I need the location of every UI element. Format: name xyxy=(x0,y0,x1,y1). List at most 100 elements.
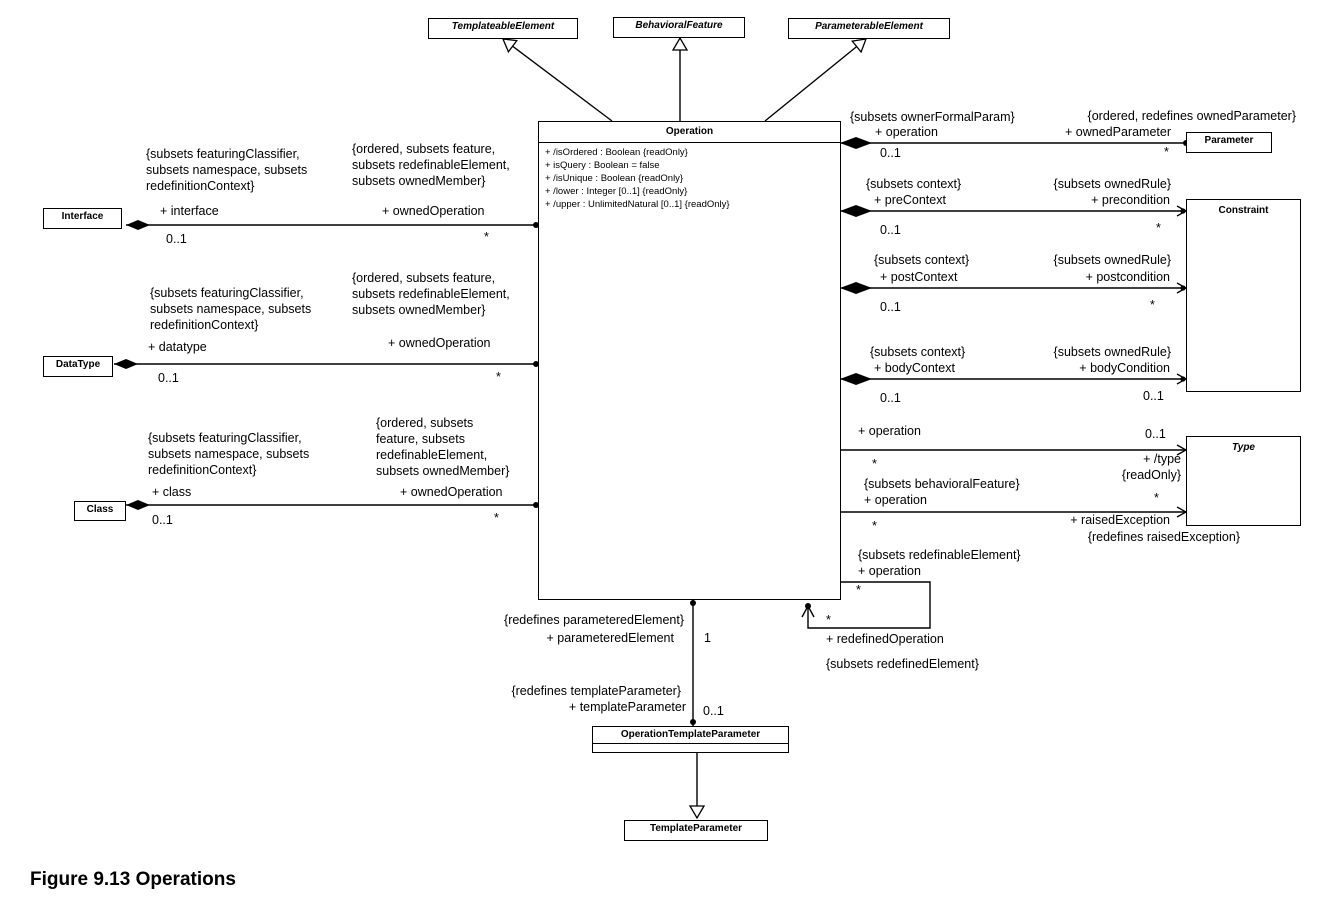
class-class: Class xyxy=(74,501,126,521)
datatype-op-multiplicity: * xyxy=(496,370,501,384)
diamond-postcontext-icon xyxy=(840,282,872,294)
class-op-constraint: {ordered, subsets feature, subsets redef… xyxy=(376,416,510,478)
class-assoc-role: + class xyxy=(152,485,192,499)
class-name: ParameterableElement xyxy=(815,21,923,32)
pre-ctx-multiplicity: 0..1 xyxy=(880,223,901,237)
class-operation: Operation + /isOrdered : Boolean {readOn… xyxy=(538,121,841,600)
body-ctx-multiplicity: 0..1 xyxy=(880,391,901,405)
type-role: + /type {readOnly} xyxy=(1121,452,1181,482)
interface-role: + interface xyxy=(160,204,219,218)
interface-op-constraint: {ordered, subsets feature, subsets redef… xyxy=(352,142,510,188)
compartment-divider xyxy=(539,142,840,143)
param-owner-role: + operation xyxy=(875,125,938,139)
diamond-interface-icon xyxy=(126,220,150,230)
compartment-divider xyxy=(593,743,788,744)
post-role: + postcondition xyxy=(1085,270,1170,284)
class-assoc-multiplicity: 0..1 xyxy=(152,513,173,527)
class-name: Type xyxy=(1232,442,1255,453)
dot-redefined-icon xyxy=(805,603,811,609)
post-ctx-constraint: {subsets context} xyxy=(874,253,970,267)
attribute-item: + /upper : UnlimitedNatural [0..1] {read… xyxy=(545,199,730,210)
datatype-op-constraint: {ordered, subsets feature, subsets redef… xyxy=(352,271,510,317)
body-role: + bodyCondition xyxy=(1079,361,1170,375)
class-template-parameter: TemplateParameter xyxy=(624,820,768,841)
class-datatype: DataType xyxy=(43,356,113,377)
class-parameter: Parameter xyxy=(1186,132,1272,153)
redef-multiplicity: * xyxy=(856,583,861,597)
attribute-item: + /isOrdered : Boolean {readOnly} xyxy=(545,147,688,158)
class-operation-template-parameter: OperationTemplateParameter xyxy=(592,726,789,753)
attribute-list: + /isOrdered : Boolean {readOnly} + isQu… xyxy=(545,146,730,211)
class-name: TemplateParameter xyxy=(649,823,743,834)
class-name: BehavioralFeature xyxy=(635,20,723,31)
datatype-multiplicity: 0..1 xyxy=(158,371,179,385)
diamond-precontext-icon xyxy=(840,205,872,217)
attribute-item: + /isUnique : Boolean {readOnly} xyxy=(545,173,684,184)
class-type: Type xyxy=(1186,436,1301,526)
body-ctx-constraint: {subsets context} xyxy=(870,345,966,359)
datatype-constraint: {subsets featuringClassifier, subsets na… xyxy=(150,286,312,332)
dot-interface-icon xyxy=(533,222,539,228)
interface-multiplicity: 0..1 xyxy=(166,232,187,246)
tp-multiplicity: 0..1 xyxy=(703,704,724,718)
dot-postcondition-icon xyxy=(1180,285,1186,291)
dot-bodycondition-icon xyxy=(1180,376,1186,382)
class-name: Operation xyxy=(665,126,714,137)
type-multiplicity: 0..1 xyxy=(1145,427,1166,441)
figure-caption: Figure 9.13 Operations xyxy=(30,869,236,890)
generalization-templateable-element xyxy=(503,39,613,122)
param-constraint: {ordered, redefines ownedParameter} xyxy=(1087,109,1296,123)
interface-constraint: {subsets featuringClassifier, subsets na… xyxy=(146,147,308,193)
redefined-constraint: {subsets redefinedElement} xyxy=(826,657,979,671)
pre-ctx-role: + preContext xyxy=(874,193,946,207)
type-op-role: + operation xyxy=(858,424,921,438)
post-ctx-multiplicity: 0..1 xyxy=(880,300,901,314)
exc-constraint: {redefines raisedException} xyxy=(1087,530,1240,544)
post-multiplicity: * xyxy=(1150,298,1155,312)
exc-multiplicity: * xyxy=(1154,491,1159,505)
pe-role: + parameteredElement xyxy=(546,631,674,645)
post-constraint: {subsets ownedRule} xyxy=(1053,253,1171,267)
class-name: DataType xyxy=(55,359,101,370)
pe-multiplicity: 1 xyxy=(704,631,711,645)
class-parameterable-element: ParameterableElement xyxy=(788,18,950,39)
interface-op-multiplicity: * xyxy=(484,230,489,244)
tp-role: + templateParameter xyxy=(568,700,686,714)
param-owner-multiplicity: 0..1 xyxy=(880,146,901,160)
attribute-item: + /lower : Integer [0..1] {readOnly} xyxy=(545,186,688,197)
param-role: + ownedParameter xyxy=(1065,125,1171,139)
type-op-multiplicity: * xyxy=(872,457,877,471)
datatype-role: + datatype xyxy=(148,340,207,354)
diamond-bodycontext-icon xyxy=(840,373,872,385)
class-name: Constraint xyxy=(1218,205,1269,216)
exc-role: + raisedException xyxy=(1070,513,1170,527)
post-ctx-role: + postContext xyxy=(880,270,958,284)
pre-constraint: {subsets ownedRule} xyxy=(1053,177,1171,191)
dot-template-parameter-icon xyxy=(690,719,696,725)
datatype-op-role: + ownedOperation xyxy=(388,336,491,350)
body-constraint: {subsets ownedRule} xyxy=(1053,345,1171,359)
diamond-parameter-icon xyxy=(840,137,872,149)
dot-precondition-icon xyxy=(1180,208,1186,214)
class-name: Class xyxy=(86,504,114,515)
redef-role: + operation xyxy=(858,564,921,578)
class-name: TemplateableElement xyxy=(451,21,555,32)
exc-op-multiplicity: * xyxy=(872,519,877,533)
body-multiplicity: 0..1 xyxy=(1143,389,1164,403)
pre-ctx-constraint: {subsets context} xyxy=(866,177,962,191)
tp-constraint: {redefines templateParameter} xyxy=(511,684,681,698)
pe-constraint: {redefines parameteredElement} xyxy=(504,613,684,627)
diamond-class-icon xyxy=(126,500,150,510)
dot-datatype-icon xyxy=(533,361,539,367)
dot-class-icon xyxy=(533,502,539,508)
exc-op-constraint: {subsets behavioralFeature} xyxy=(864,477,1020,491)
class-assoc-constraint: {subsets featuringClassifier, subsets na… xyxy=(148,431,310,477)
generalization-parameterable-element xyxy=(764,39,866,122)
interface-op-role: + ownedOperation xyxy=(382,204,485,218)
redefined-role: + redefinedOperation xyxy=(826,632,944,646)
class-op-role: + ownedOperation xyxy=(400,485,503,499)
class-name: Parameter xyxy=(1204,135,1254,146)
class-interface: Interface xyxy=(43,208,122,229)
diamond-datatype-icon xyxy=(114,359,138,369)
